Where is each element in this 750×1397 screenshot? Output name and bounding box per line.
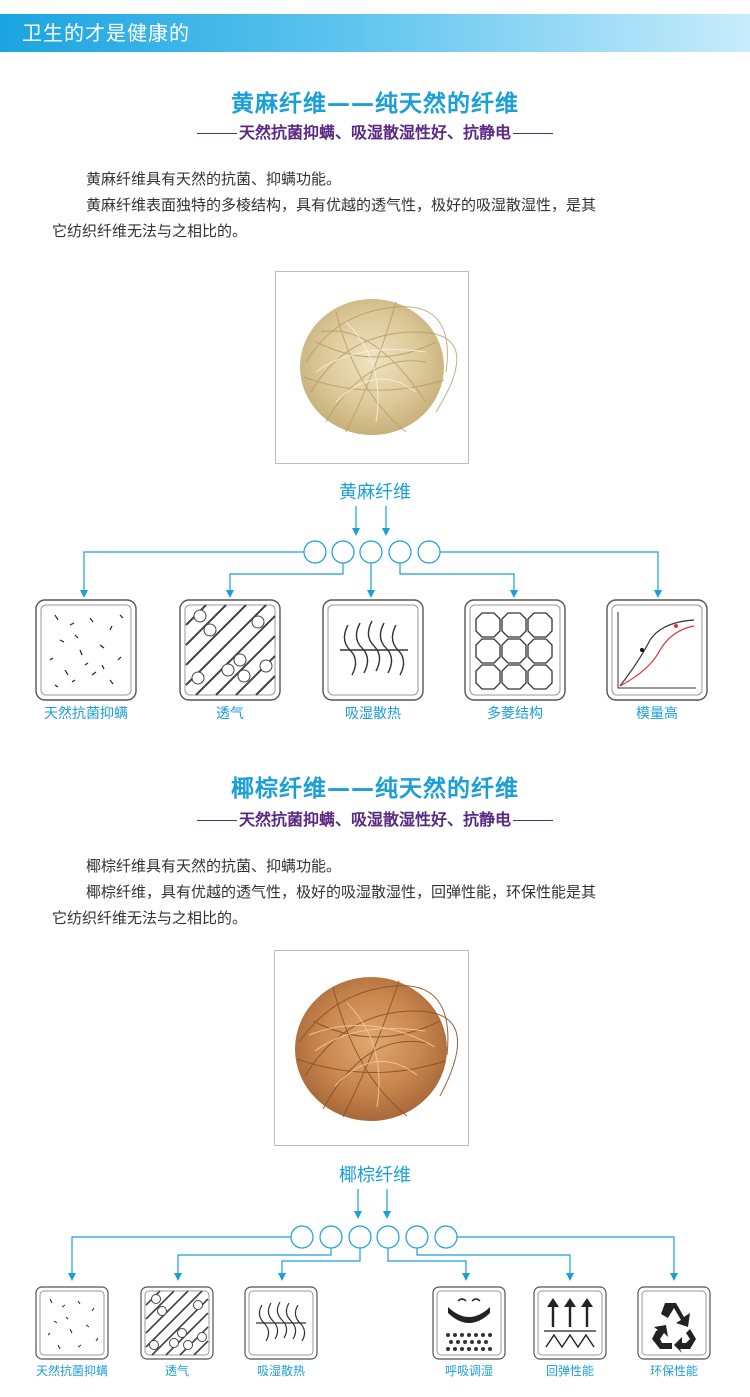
connector-circle (388, 540, 412, 564)
feature-label: 模量高 (636, 705, 678, 722)
connector-circle (303, 540, 327, 564)
rebound-icon (533, 1286, 607, 1360)
jute-para2b: 它纺织纤维无法与之相比的。 (52, 222, 248, 240)
coir-section-subtitle: 天然抗菌抑螨、吸湿散湿性好、抗静电 (0, 806, 750, 830)
connector-circle (405, 1225, 429, 1249)
connector-circle (359, 540, 383, 564)
feature-label: 吸湿散热 (257, 1363, 305, 1378)
coir-para2a: 椰棕纤维，具有优越的透气性，极好的吸湿散湿性，回弹性能，环保性能是其 (86, 883, 597, 901)
connector-circle (331, 540, 355, 564)
modulus-curve-icon (606, 599, 708, 701)
feature-label: 呼吸调湿 (445, 1363, 493, 1378)
feature-label: 环保性能 (650, 1364, 698, 1378)
coir-description: 椰棕纤维具有天然的抗菌、抑螨功能。 椰棕纤维，具有优越的透气性，极好的吸湿散湿性… (52, 853, 702, 931)
jute-fiber-photo (275, 271, 469, 464)
feature-label: 天然抗菌抑螨 (36, 1363, 108, 1378)
connector-circle (319, 1225, 343, 1249)
subtitle-right-rule (513, 133, 553, 134)
header-banner: 卫生的才是健康的 (0, 14, 750, 52)
jute-photo-label: 黄麻纤维 (339, 482, 411, 503)
jute-para1: 黄麻纤维具有天然的抗菌、抑螨功能。 (86, 170, 342, 188)
breathing-icon (432, 1286, 506, 1360)
feature-label: 透气 (216, 706, 244, 722)
bacteria-icon (35, 1286, 109, 1360)
breathable-icon (179, 599, 281, 701)
feature-label: 透气 (165, 1363, 189, 1378)
jute-section-subtitle: 天然抗菌抑螨、吸湿散湿性好、抗静电 (0, 119, 750, 143)
banner-title: 卫生的才是健康的 (22, 21, 190, 45)
wave-icon (244, 1286, 318, 1360)
feature-label: 回弹性能 (546, 1364, 594, 1378)
coir-section-title: 椰棕纤维——纯天然的纤维 (231, 776, 519, 802)
coir-fiber-photo (274, 950, 469, 1146)
subtitle-right-rule (513, 820, 553, 821)
coir-fiber-ball-image (295, 977, 459, 1121)
coir-para2b: 它纺织纤维无法与之相比的。 (52, 909, 248, 927)
coir-para1: 椰棕纤维具有天然的抗菌、抑螨功能。 (86, 857, 342, 875)
jute-description: 黄麻纤维具有天然的抗菌、抑螨功能。 黄麻纤维表面独特的多棱结构，具有优越的透气性… (52, 166, 702, 244)
bacteria-icon (35, 599, 137, 701)
jute-subtitle-text: 天然抗菌抑螨、吸湿散湿性好、抗静电 (238, 123, 511, 142)
feature-label: 吸湿散热 (345, 706, 401, 722)
coir-subtitle-text: 天然抗菌抑螨、吸湿散湿性好、抗静电 (238, 810, 511, 829)
connector-circle (376, 1225, 400, 1249)
recycle-icon (637, 1286, 711, 1360)
subtitle-left-rule (196, 133, 237, 134)
jute-feature-diagram: 天然抗菌抑螨 透气 吸湿散热 多菱结构 模量高 (35, 506, 708, 722)
connector-circle (417, 540, 441, 564)
connector-circle (434, 1225, 458, 1249)
feature-label: 多菱结构 (487, 705, 543, 722)
connector-circle (290, 1225, 314, 1249)
feature-label: 天然抗菌抑螨 (44, 705, 128, 722)
subtitle-left-rule (196, 820, 237, 821)
breathable-icon (140, 1286, 214, 1360)
jute-section-title: 黄麻纤维——纯天然的纤维 (231, 91, 519, 117)
jute-para2a: 黄麻纤维表面独特的多棱结构，具有优越的透气性，极好的吸湿散湿性，是其 (86, 196, 597, 214)
coir-photo-label: 椰棕纤维 (339, 1165, 411, 1186)
octagon-grid-icon (464, 599, 566, 701)
wave-icon (322, 599, 424, 701)
connector-circle (348, 1225, 372, 1249)
jute-fiber-ball-image (300, 299, 458, 435)
coir-feature-diagram: 天然抗菌抑螨 透气 吸湿散热 呼吸调湿 回弹性能 环保性能 (35, 1189, 711, 1378)
